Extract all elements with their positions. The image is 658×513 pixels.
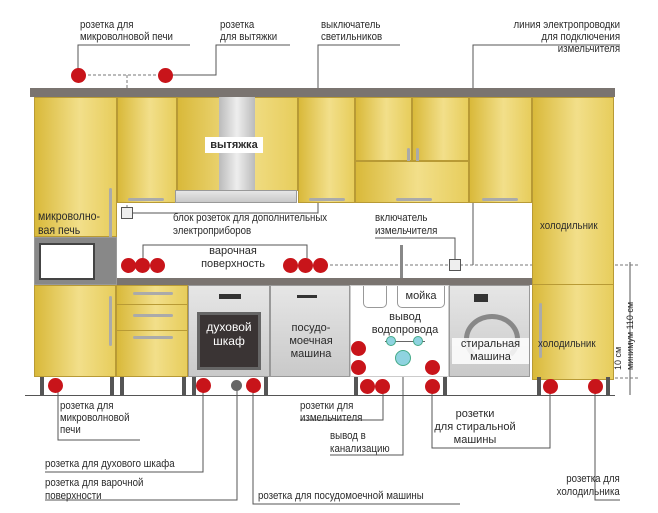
- shredder-switch-icon: [449, 259, 461, 271]
- upper-cabinet: [298, 97, 355, 203]
- socket-icon: [588, 379, 603, 394]
- label-light-switch: выключатель светильников: [321, 19, 383, 43]
- socket-icon: [135, 258, 150, 273]
- sewer-outlet-icon: [395, 350, 411, 366]
- label-microwave: микроволно- вая печь: [38, 209, 101, 237]
- socket-icon: [283, 258, 298, 273]
- socket-icon: [425, 360, 440, 375]
- light-switch-icon: [121, 207, 133, 219]
- socket-icon: [425, 379, 440, 394]
- socket-icon: [313, 258, 328, 273]
- hood-body: [175, 190, 297, 203]
- label-dim-110: минимум 110 см: [625, 301, 635, 370]
- socket-icon: [351, 360, 366, 375]
- washer-label: стиральная машина: [452, 338, 529, 364]
- label-extra-sockets: блок розеток для дополнительных электроп…: [173, 212, 328, 237]
- label-dim-10: 10 см: [613, 346, 623, 370]
- tall-cabinet: [34, 97, 117, 238]
- socket-icon: [360, 379, 375, 394]
- socket-icon: [351, 341, 366, 356]
- label-dishwasher-socket: розетка для посудомоечной машины: [258, 490, 424, 502]
- label-fridge-bottom: холодильник: [538, 338, 596, 350]
- label-fridge-socket: розетка для холодильника: [556, 473, 620, 498]
- hob-socket-icon: [231, 380, 242, 391]
- water-outlet-label: вывод водопровода: [371, 311, 439, 336]
- oven-label: духовой шкаф: [206, 320, 252, 348]
- upper-cabinet: [469, 97, 532, 203]
- socket-icon: [543, 379, 558, 394]
- label-top-microwave-socket: розетка для микроволновой печи: [80, 19, 173, 43]
- upper-cabinet: [117, 97, 177, 203]
- top-shelf: [30, 88, 615, 97]
- upper-cabinet: [355, 161, 469, 203]
- socket-icon: [246, 378, 261, 393]
- socket-icon: [150, 258, 165, 273]
- label-shredder-switch: включатель измельчителя: [375, 212, 438, 237]
- label-washer-sockets: розетки для стиральной машины: [434, 408, 516, 446]
- label-hob-socket: розетка для варочной поверхности: [45, 477, 144, 502]
- floor-line: [25, 395, 615, 396]
- label-fridge-top: холодильник: [540, 220, 598, 232]
- water-tap-icon: [386, 336, 396, 346]
- socket-icon: [196, 378, 211, 393]
- countertop: [117, 278, 532, 285]
- socket-icon: [48, 378, 63, 393]
- sink-label: мойка: [397, 286, 445, 308]
- label-hood-socket: розетка для вытяжки: [220, 19, 278, 43]
- microwave: [34, 237, 117, 285]
- label-sewer-outlet: вывод в канализацию: [330, 430, 390, 455]
- dishwasher: посудо- моечная машина: [270, 285, 350, 377]
- fridge: [532, 97, 614, 380]
- socket-icon: [375, 379, 390, 394]
- water-tap-icon: [413, 336, 423, 346]
- label-bottom-microwave-socket: розетка для микроволновой печи: [60, 400, 130, 436]
- label-hob: варочная поверхность: [201, 245, 265, 270]
- socket-icon: [158, 68, 173, 83]
- socket-icon: [71, 68, 86, 83]
- drawers: [116, 285, 189, 377]
- socket-icon: [121, 258, 136, 273]
- label-shredder-line: линия электропроводки для подключения из…: [513, 19, 620, 55]
- upper-cabinet: [355, 97, 412, 162]
- upper-cabinet: [412, 97, 469, 162]
- faucet-icon: [400, 245, 403, 278]
- hood-label: вытяжка: [205, 137, 263, 153]
- washing-machine: стиральная машина: [449, 285, 530, 377]
- socket-icon: [298, 258, 313, 273]
- label-shredder-sockets: розетки для измельчителя: [300, 400, 363, 424]
- lower-cabinet: [34, 285, 116, 377]
- oven: духовой шкаф: [188, 285, 270, 377]
- label-oven-socket: розетка для духового шкафа: [45, 458, 175, 470]
- dishwasher-label: посудо- моечная машина: [289, 322, 333, 360]
